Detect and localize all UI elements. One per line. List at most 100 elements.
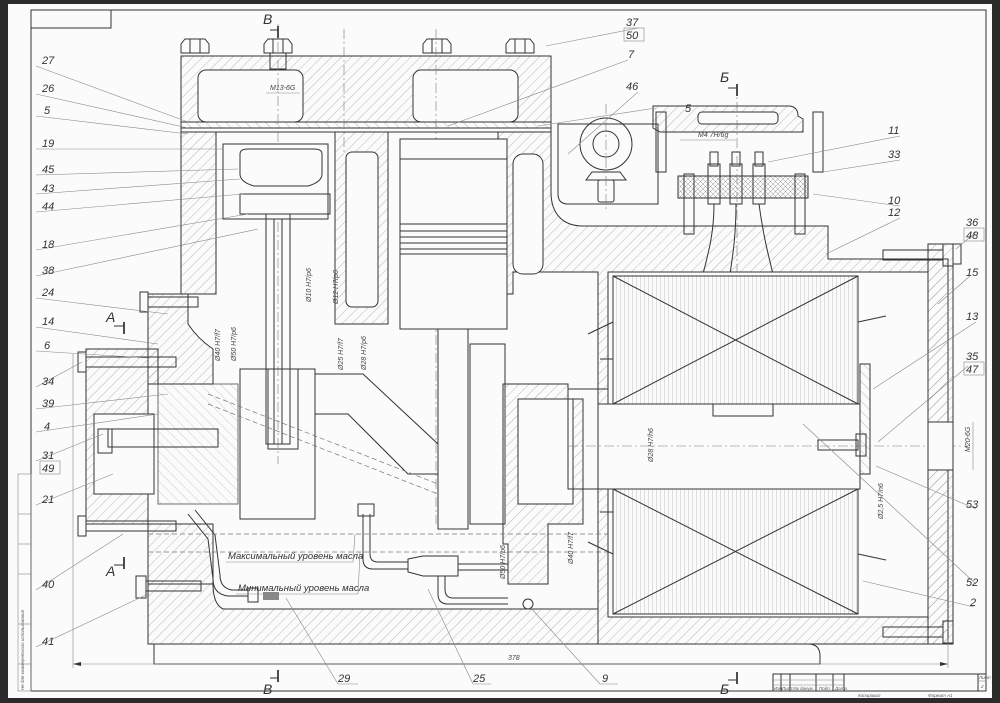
cover-bolts	[180, 38, 535, 70]
callout-18: 18	[42, 239, 55, 251]
callout-41: 41	[42, 636, 54, 648]
drawing-sheet: Не для коммерческого использования	[8, 4, 992, 698]
callout-5-left: 5	[44, 105, 51, 117]
tb-col-list: Лист	[781, 686, 794, 691]
fit-8: Ø40 H7/f7	[568, 531, 575, 565]
callout-15: 15	[966, 267, 979, 279]
tb-col-sign: Подп.	[819, 686, 831, 691]
callout-50: 50	[626, 30, 639, 42]
callout-53: 53	[966, 499, 979, 511]
callout-5-top: 5	[685, 103, 692, 115]
section-mark-v-bottom: В	[263, 670, 279, 697]
callouts-left: 27 26 5 19 45 43 44 18 38 24 14 6 34 39 …	[35, 55, 259, 648]
tb-col-doc: № докум.	[794, 686, 814, 691]
bearing-housing	[502, 383, 614, 585]
callout-12: 12	[888, 207, 900, 219]
callout-34: 34	[42, 376, 54, 388]
callout-7: 7	[628, 49, 635, 61]
fit-3: Ø12 H7/p6	[333, 270, 340, 305]
section-mark-a-bottom: А	[105, 557, 125, 579]
callout-27: 27	[41, 55, 55, 67]
callout-45: 45	[42, 164, 55, 176]
crankshaft	[107, 368, 439, 520]
callout-47: 47	[966, 364, 979, 376]
callout-19: 19	[42, 138, 54, 150]
section-mark-v-top: В	[263, 11, 279, 38]
eye-bolt	[557, 104, 659, 209]
fit-1: Ø50 H7/p6	[231, 327, 238, 362]
svg-text:В: В	[263, 11, 272, 27]
callout-25: 25	[472, 673, 486, 685]
svg-text:Б: Б	[720, 69, 729, 85]
callout-46: 46	[626, 81, 639, 93]
callout-52: 52	[966, 577, 978, 589]
fit-7: Ø50 H7/p6	[500, 545, 507, 580]
top-cover	[180, 55, 552, 133]
assembly-drawing: Не для коммерческого использования	[17, 9, 991, 698]
crankcase-flange	[85, 293, 821, 665]
tb-col-izm: Изм.	[774, 686, 784, 691]
callout-43: 43	[42, 183, 55, 195]
callout-40: 40	[42, 579, 55, 591]
callout-10: 10	[888, 195, 901, 207]
callout-36: 36	[966, 217, 979, 229]
end-bolts	[817, 243, 954, 644]
callout-11: 11	[888, 125, 899, 137]
oil-lines	[187, 503, 534, 610]
fit-0: Ø40 H7/f7	[215, 328, 222, 362]
callout-44: 44	[42, 201, 54, 213]
callout-9: 9	[602, 673, 608, 685]
section-mark-b-bottom: Б	[720, 672, 738, 697]
overall-dimension	[72, 354, 949, 668]
callout-13: 13	[966, 311, 979, 323]
callout-48: 48	[966, 230, 979, 242]
dim-thread-terminal: M4 7H/6g	[698, 132, 728, 139]
side-stamp	[17, 473, 32, 692]
tb-format: Формат А1	[928, 693, 953, 698]
tb-copied: Копировал	[858, 693, 881, 698]
inner-frame	[30, 9, 987, 692]
fit-9: Ø2,5 H7/n6	[878, 483, 885, 520]
callout-38: 38	[42, 265, 55, 277]
callout-39: 39	[42, 398, 54, 410]
end-cover	[927, 243, 962, 645]
max-oil-level-note: Максимальный уровень масла	[228, 551, 363, 562]
terminal-box	[652, 84, 824, 275]
min-oil-level-note: Минимальный уровень масла	[238, 583, 369, 594]
callout-49: 49	[42, 463, 54, 475]
callouts-bottom: 29 25 9	[285, 588, 618, 685]
callout-31: 31	[42, 450, 54, 462]
callout-26: 26	[41, 83, 55, 95]
section-mark-a-top: А	[105, 309, 125, 334]
side-stamp-text: Не для коммерческого использования	[20, 609, 25, 690]
piston-left	[222, 143, 331, 445]
dim-thread-top: M13-6G	[270, 85, 296, 92]
piston-main	[399, 138, 508, 530]
svg-text:А: А	[105, 563, 115, 579]
tb-col-date: Дата	[834, 686, 847, 691]
svg-text:А: А	[105, 309, 115, 325]
callout-2: 2	[969, 597, 976, 609]
callout-24: 24	[41, 287, 54, 299]
svg-text:Б: Б	[720, 681, 729, 697]
callout-35: 35	[966, 351, 979, 363]
callout-4: 4	[44, 421, 50, 433]
callout-37: 37	[626, 17, 639, 29]
callout-33: 33	[888, 149, 901, 161]
callout-21: 21	[41, 494, 54, 506]
callout-29: 29	[337, 673, 350, 685]
fit-6: Ø28 H7/h6	[648, 428, 655, 463]
callouts-top: 37 50 7 46 5	[447, 17, 692, 155]
tb-sheet-no: 2	[980, 684, 984, 689]
tb-sheet-label: Лист	[978, 675, 991, 680]
fit-4: Ø25 H7/f7	[338, 337, 345, 371]
svg-text:В: В	[263, 681, 272, 697]
callout-14: 14	[42, 316, 54, 328]
section-mark-b-top: Б	[720, 69, 738, 96]
dim-overall-length: 378	[508, 655, 520, 662]
fit-2: Ø10 H7/p6	[306, 268, 313, 303]
top-left-box	[30, 9, 112, 29]
fit-5: Ø28 H7/p6	[361, 336, 368, 371]
dim-thread-end: M20-6G	[965, 426, 972, 452]
title-block: Изм. Лист № докум. Подп. Дата Лист 2 Коп…	[772, 673, 991, 698]
